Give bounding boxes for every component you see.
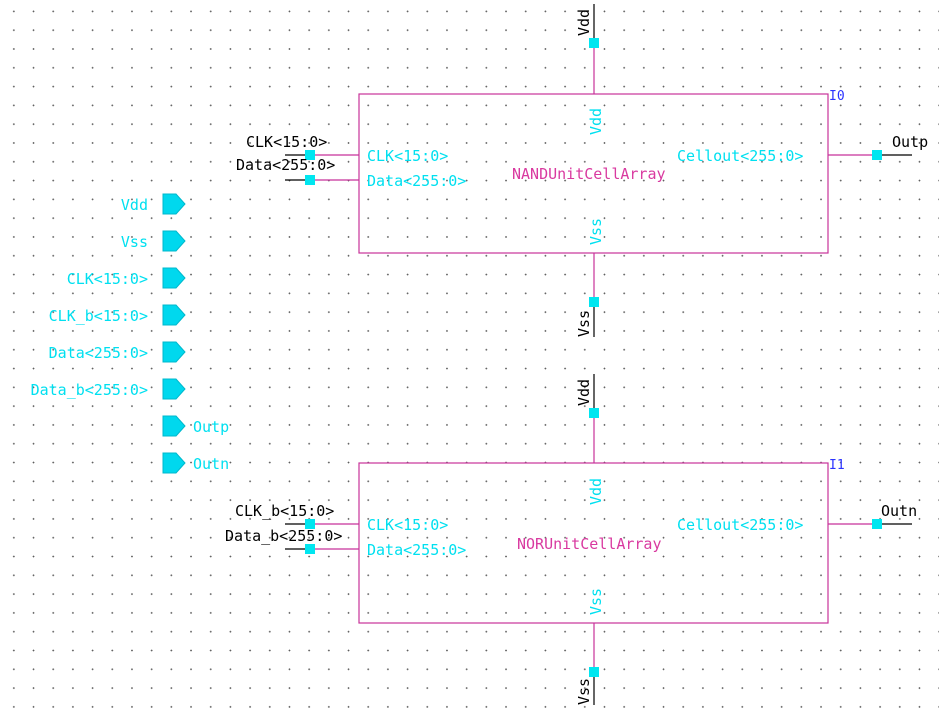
i1-data-net-label: Data_b<255:0> <box>225 527 342 545</box>
i1-vss-terminal[interactable] <box>589 667 599 677</box>
port-outn-icon[interactable] <box>162 452 186 474</box>
i0-vss-terminal[interactable] <box>589 297 599 307</box>
port-clk-icon[interactable] <box>162 267 186 289</box>
port-outn[interactable]: Outn <box>162 452 229 474</box>
instance-i1[interactable]: I1 NORUnitCellArray Vdd Vdd Vss Vss CLK_… <box>225 374 917 705</box>
i1-vss-net-label: Vss <box>575 678 593 705</box>
port-outp-label: Outp <box>193 418 229 436</box>
instance-i0-name: I0 <box>829 89 845 104</box>
port-clk-label: CLK<15:0> <box>67 270 148 288</box>
i1-data-terminal[interactable] <box>305 544 315 554</box>
i0-out-net-label: Outp <box>892 133 928 151</box>
port-data-label: Data<255:0> <box>49 344 148 362</box>
i1-data-pin-label: Data<255:0> <box>367 541 466 559</box>
port-vss-icon[interactable] <box>162 230 186 252</box>
port-data-b-label: Data_b<255:0> <box>31 381 148 399</box>
i0-vdd-terminal[interactable] <box>589 38 599 48</box>
port-data-b[interactable]: Data_b<255:0> <box>31 378 186 400</box>
port-data-b-icon[interactable] <box>162 378 186 400</box>
instance-i0[interactable]: I0 NANDUnitCellArray Vdd Vdd Vss Vss CLK… <box>236 4 928 337</box>
i1-vdd-terminal[interactable] <box>589 408 599 418</box>
port-vss[interactable]: Vss <box>121 230 186 252</box>
i0-clk-net-label: CLK<15:0> <box>246 133 327 151</box>
instance-i0-cell-name: NANDUnitCellArray <box>512 165 666 183</box>
i0-data-terminal[interactable] <box>305 175 315 185</box>
port-vdd-icon[interactable] <box>162 193 186 215</box>
i1-out-net-label: Outn <box>881 502 917 520</box>
i0-data-net-label: Data<255:0> <box>236 156 335 174</box>
port-clk-b-label: CLK_b<15:0> <box>49 307 148 325</box>
port-data[interactable]: Data<255:0> <box>49 341 186 363</box>
port-vdd[interactable]: Vdd <box>121 193 186 215</box>
port-clk-b-icon[interactable] <box>162 304 186 326</box>
port-list: Vdd Vss CLK<15:0> CLK_b<15:0> Data<255:0… <box>31 193 229 474</box>
port-vdd-label: Vdd <box>121 196 148 214</box>
i1-clk-terminal[interactable] <box>305 519 315 529</box>
i1-out-terminal[interactable] <box>872 519 882 529</box>
i0-out-terminal[interactable] <box>872 150 882 160</box>
i0-vdd-pin-label: Vdd <box>587 108 605 135</box>
port-data-icon[interactable] <box>162 341 186 363</box>
i0-vdd-net-label: Vdd <box>575 9 593 36</box>
i0-clk-terminal[interactable] <box>305 150 315 160</box>
i1-vdd-pin-label: Vdd <box>587 478 605 505</box>
i0-data-pin-label: Data<255:0> <box>367 172 466 190</box>
i0-vss-pin-label: Vss <box>587 218 605 245</box>
port-clk-b[interactable]: CLK_b<15:0> <box>49 304 186 326</box>
port-outp-icon[interactable] <box>162 415 186 437</box>
i0-out-pin-label: Cellout<255:0> <box>677 147 803 165</box>
i1-clk-net-label: CLK_b<15:0> <box>235 502 334 520</box>
port-outp[interactable]: Outp <box>162 415 229 437</box>
port-vss-label: Vss <box>121 233 148 251</box>
i1-out-pin-label: Cellout<255:0> <box>677 516 803 534</box>
i1-vdd-net-label: Vdd <box>575 379 593 406</box>
i0-vss-net-label: Vss <box>575 310 593 337</box>
instance-i1-name: I1 <box>829 458 845 473</box>
i1-clk-pin-label: CLK<15:0> <box>367 516 448 534</box>
i0-clk-pin-label: CLK<15:0> <box>367 147 448 165</box>
port-clk[interactable]: CLK<15:0> <box>67 267 186 289</box>
instance-i1-cell-name: NORUnitCellArray <box>517 535 662 553</box>
port-outn-label: Outn <box>193 455 229 473</box>
i1-vss-pin-label: Vss <box>587 588 605 615</box>
